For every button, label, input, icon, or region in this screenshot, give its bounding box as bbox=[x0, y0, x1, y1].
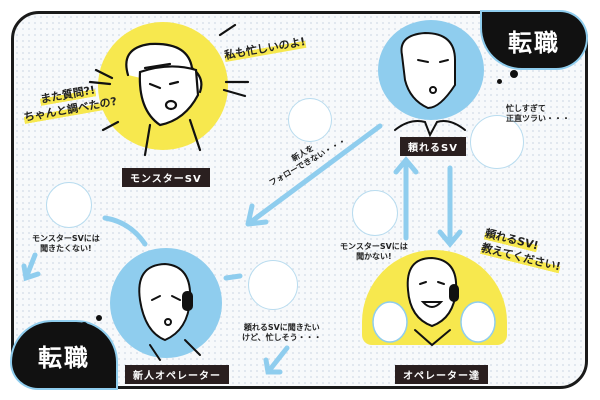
new-operator-label: 新人オペレーター bbox=[125, 365, 229, 384]
arrow-down-left bbox=[21, 252, 41, 282]
career-change-badge-top: 転職 bbox=[482, 12, 586, 68]
dont-want-ask-monster-note: モンスターSVには 聞きたくない! bbox=[32, 234, 100, 254]
arrow-right-bottom bbox=[263, 345, 290, 375]
reliable-sv-thought: 忙しすぎて 正直ツラい・・・ bbox=[506, 104, 570, 124]
cloud-dot bbox=[80, 322, 88, 330]
cloud-dot bbox=[96, 315, 102, 321]
monster-sv-label: モンスターSV bbox=[122, 168, 210, 187]
operator-hesitant-thumbnail bbox=[46, 182, 92, 228]
cloud-dot bbox=[510, 70, 518, 78]
reliable-sv-label: 頼れるSV bbox=[400, 137, 466, 156]
want-ask-reliable-note: 頼れるSVに聞きたい けど、忙しそう・・・ bbox=[242, 323, 322, 343]
arrow-up-to-reliable bbox=[393, 156, 419, 241]
operator-firm-thumbnail bbox=[352, 190, 398, 236]
career-change-badge-bottom: 転職 bbox=[12, 322, 116, 388]
arrow-curve-monster-note bbox=[102, 215, 148, 247]
tired-sv-thumbnail bbox=[470, 115, 524, 169]
cloud-dot bbox=[497, 79, 502, 84]
arrow-down-to-operators bbox=[437, 165, 463, 248]
wont-ask-monster-note: モンスターSVには 聞かない! bbox=[340, 242, 408, 262]
arrow-dash bbox=[223, 273, 243, 281]
operators-label: オペレーター達 bbox=[395, 365, 488, 384]
operator-confused-thumbnail bbox=[248, 260, 298, 310]
sv-worried-thumbnail bbox=[288, 98, 332, 142]
arrow-reliable-to-new bbox=[245, 123, 383, 227]
